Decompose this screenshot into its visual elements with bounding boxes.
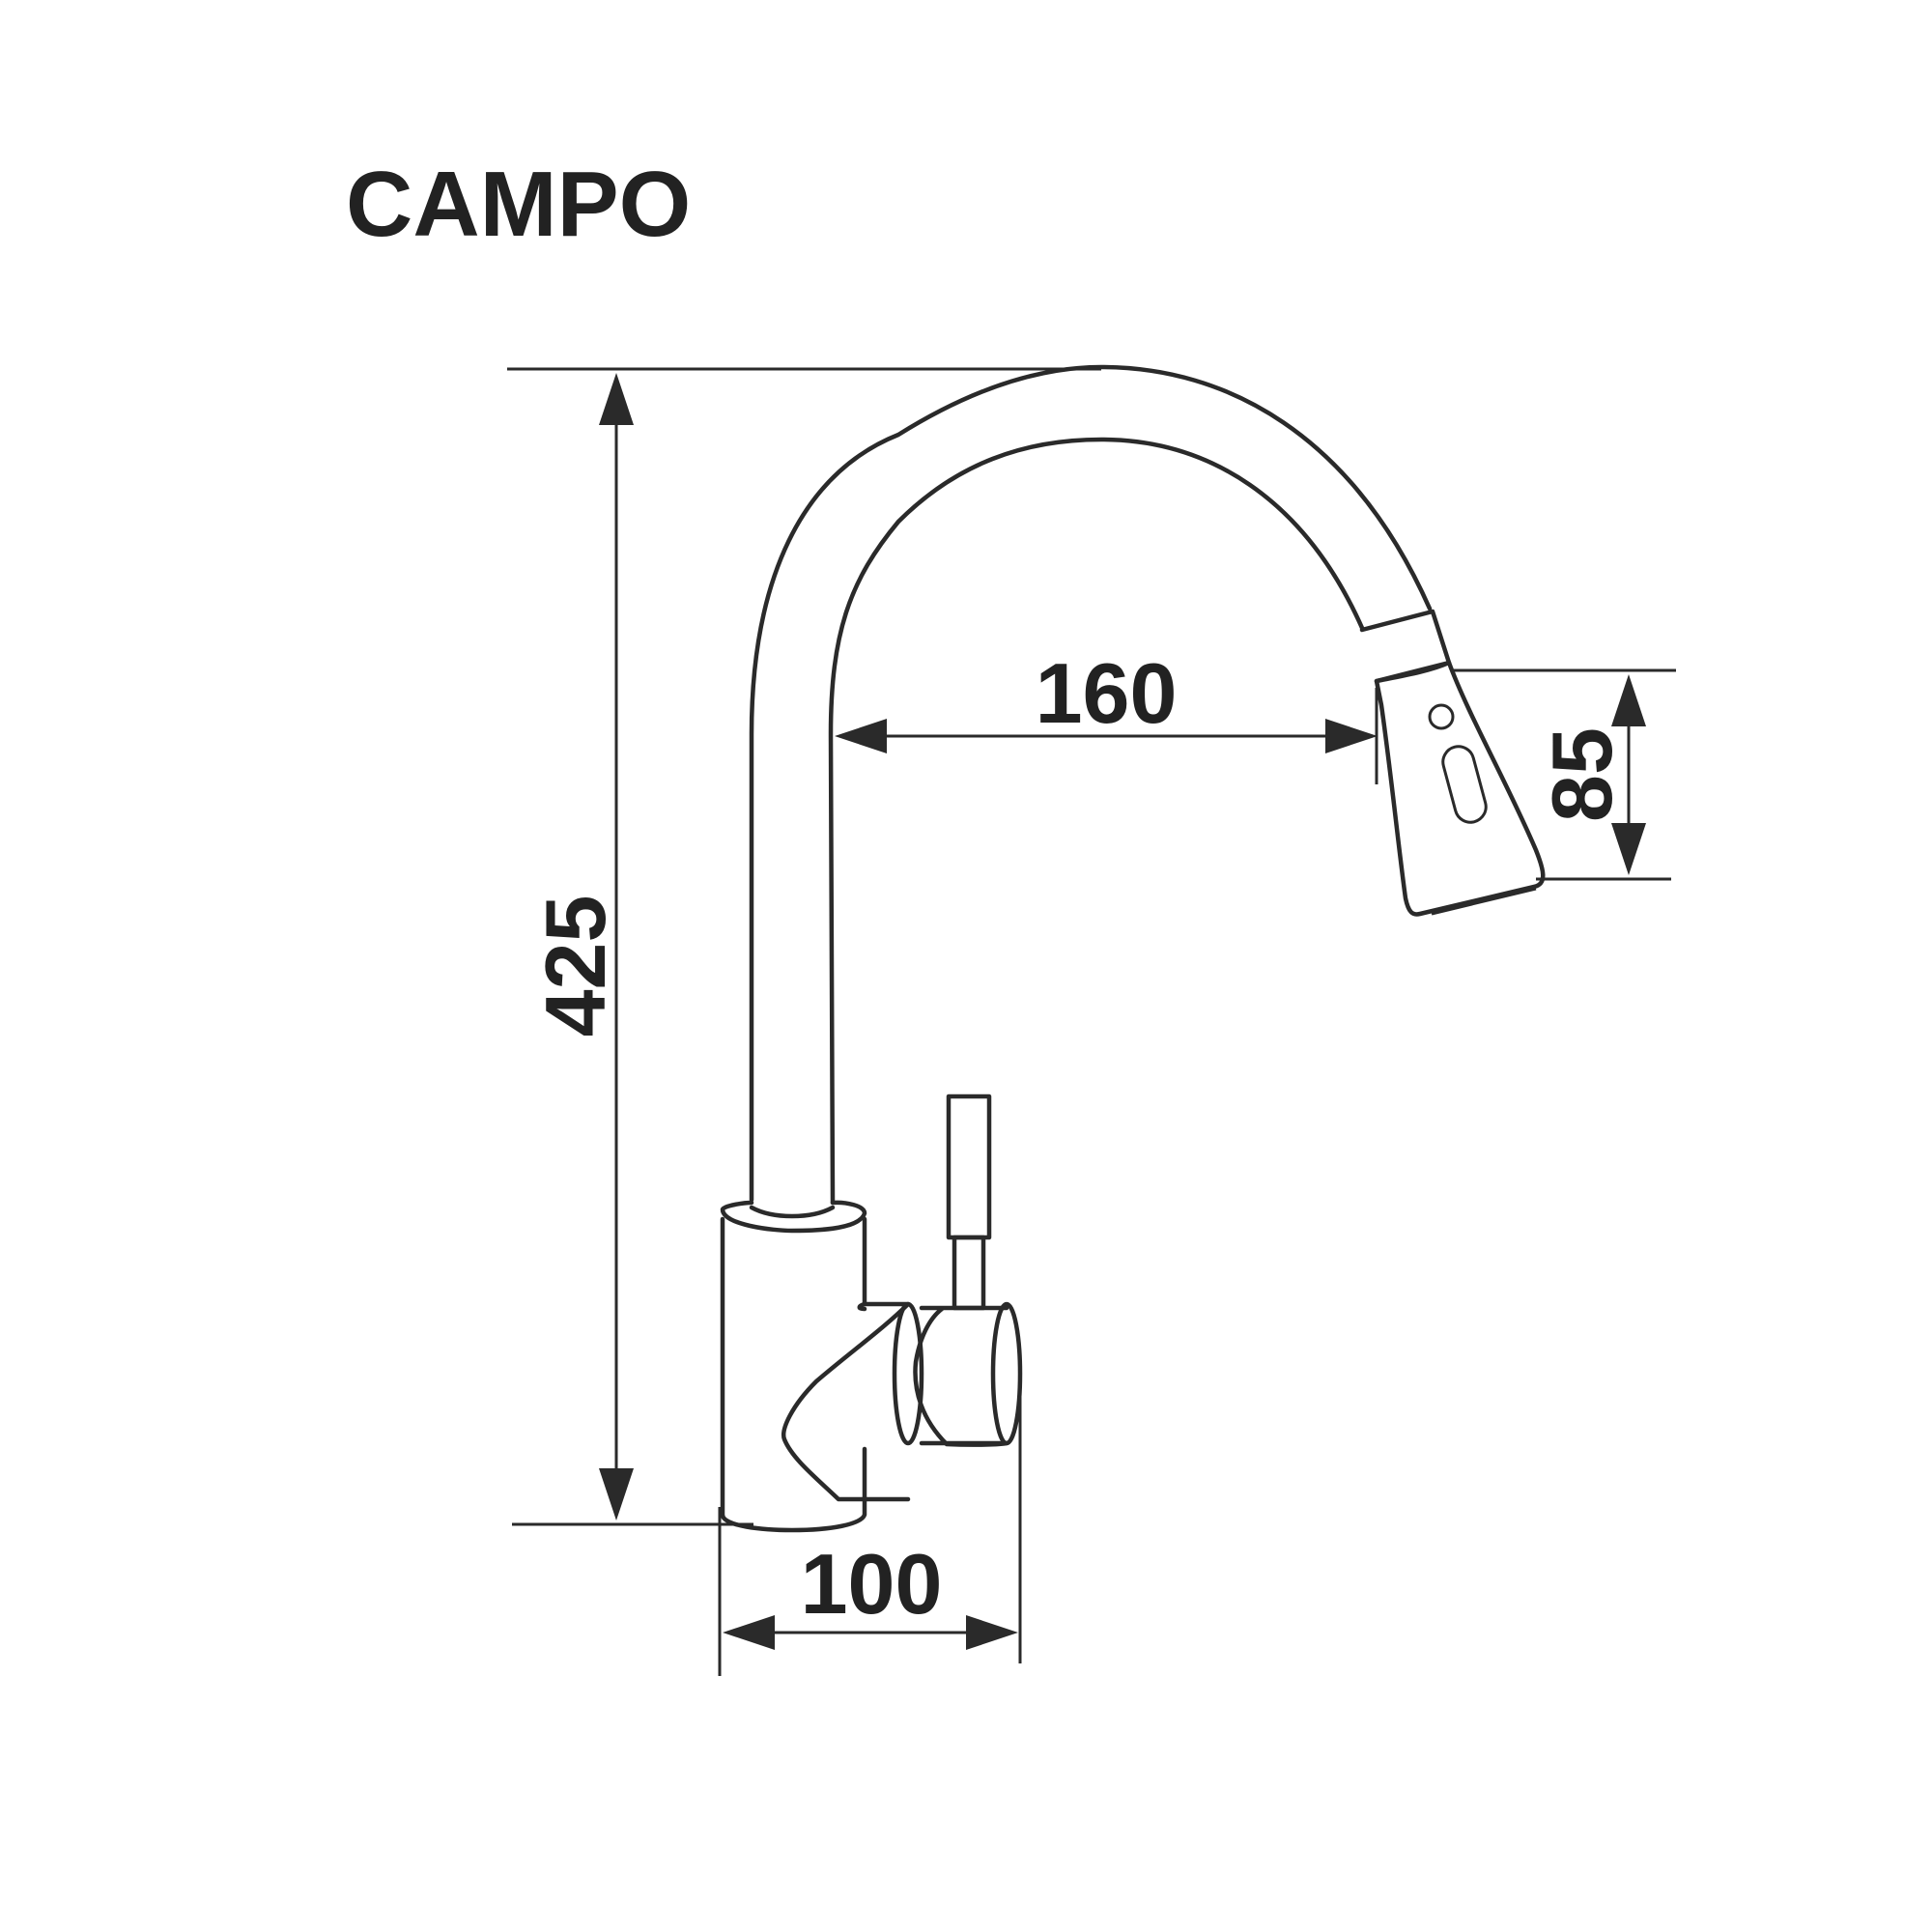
spout-inner-edge <box>828 437 1365 1206</box>
arrow-down-icon <box>599 1468 634 1520</box>
handle-ring-right <box>990 1301 1023 1446</box>
faucet-body <box>720 1216 867 1533</box>
arrow-right-icon <box>966 1615 1018 1650</box>
spout-base-edge <box>749 1205 836 1219</box>
spout-connector-ring <box>1359 609 1452 684</box>
spout-outer-edge <box>749 364 1433 1203</box>
dimension-reach: 160 <box>835 645 1378 784</box>
product-title: CAMPO <box>346 153 691 256</box>
arrow-left-icon <box>835 719 887 753</box>
arrow-up-icon <box>599 373 634 425</box>
handle-mount <box>781 1301 911 1502</box>
faucet-outline <box>720 364 1546 1533</box>
spout-collar <box>720 1200 867 1234</box>
arrow-up-icon <box>1611 674 1646 726</box>
dimension-spray-head: 85 <box>1454 668 1676 881</box>
dimension-label-reach: 160 <box>1036 645 1178 741</box>
spray-head-rim <box>1431 887 1537 916</box>
handle-ring-left <box>892 1301 924 1446</box>
spray-head-indicator <box>1428 703 1455 730</box>
dimension-label-spray-head: 85 <box>1534 727 1630 822</box>
arrow-down-icon <box>1611 823 1646 875</box>
spray-head-mode-button <box>1441 745 1488 824</box>
dimension-label-depth: 100 <box>801 1536 943 1632</box>
arrow-left-icon <box>723 1615 775 1650</box>
dimension-height: 425 <box>507 367 1101 1526</box>
spray-head <box>1374 660 1546 917</box>
dimension-base-depth: 100 <box>718 1391 1022 1676</box>
arrow-right-icon <box>1325 719 1378 753</box>
lever-stem <box>952 1235 986 1311</box>
lever-top <box>946 1094 992 1240</box>
dimension-label-height: 425 <box>527 895 623 1037</box>
